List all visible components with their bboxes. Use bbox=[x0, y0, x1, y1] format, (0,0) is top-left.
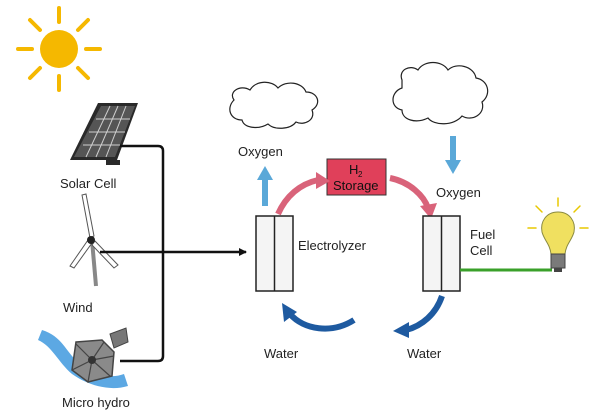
electrolyzer-unit bbox=[255, 215, 294, 292]
oxygen-up-arrow bbox=[257, 166, 273, 206]
storage-h-text: H bbox=[349, 162, 358, 177]
fuel-cell-label-line1: Fuel bbox=[470, 227, 495, 242]
storage-word: Storage bbox=[333, 178, 379, 193]
sun-icon bbox=[16, 6, 102, 92]
micro-hydro-label: Micro hydro bbox=[62, 395, 130, 410]
wind-label: Wind bbox=[63, 300, 93, 315]
oxygen-input-label: Oxygen bbox=[436, 185, 481, 200]
cloud-icon bbox=[229, 81, 319, 129]
fuel-cell-unit bbox=[422, 215, 461, 292]
solar-panel-icon bbox=[70, 103, 138, 165]
power-wiring bbox=[100, 144, 247, 363]
hydrogen-flow-arrows bbox=[275, 172, 437, 219]
fuel-cell-label-line2: Cell bbox=[470, 243, 493, 258]
water-input-label: Water bbox=[264, 346, 299, 361]
oxygen-down-arrow bbox=[445, 136, 461, 174]
light-bulb-icon bbox=[527, 197, 589, 272]
micro-hydro-icon bbox=[38, 327, 129, 389]
storage-subscript: 2 bbox=[358, 170, 363, 179]
wind-turbine-icon bbox=[69, 193, 119, 287]
solar-cell-label: Solar Cell bbox=[60, 176, 116, 191]
water-output-label: Water bbox=[407, 346, 442, 361]
water-flow-arrows bbox=[282, 294, 445, 338]
electrolyzer-label: Electrolyzer bbox=[298, 238, 367, 253]
h2-storage-box: H 2 Storage bbox=[326, 158, 387, 196]
cloud-icon bbox=[392, 61, 489, 125]
oxygen-output-label: Oxygen bbox=[238, 144, 283, 159]
